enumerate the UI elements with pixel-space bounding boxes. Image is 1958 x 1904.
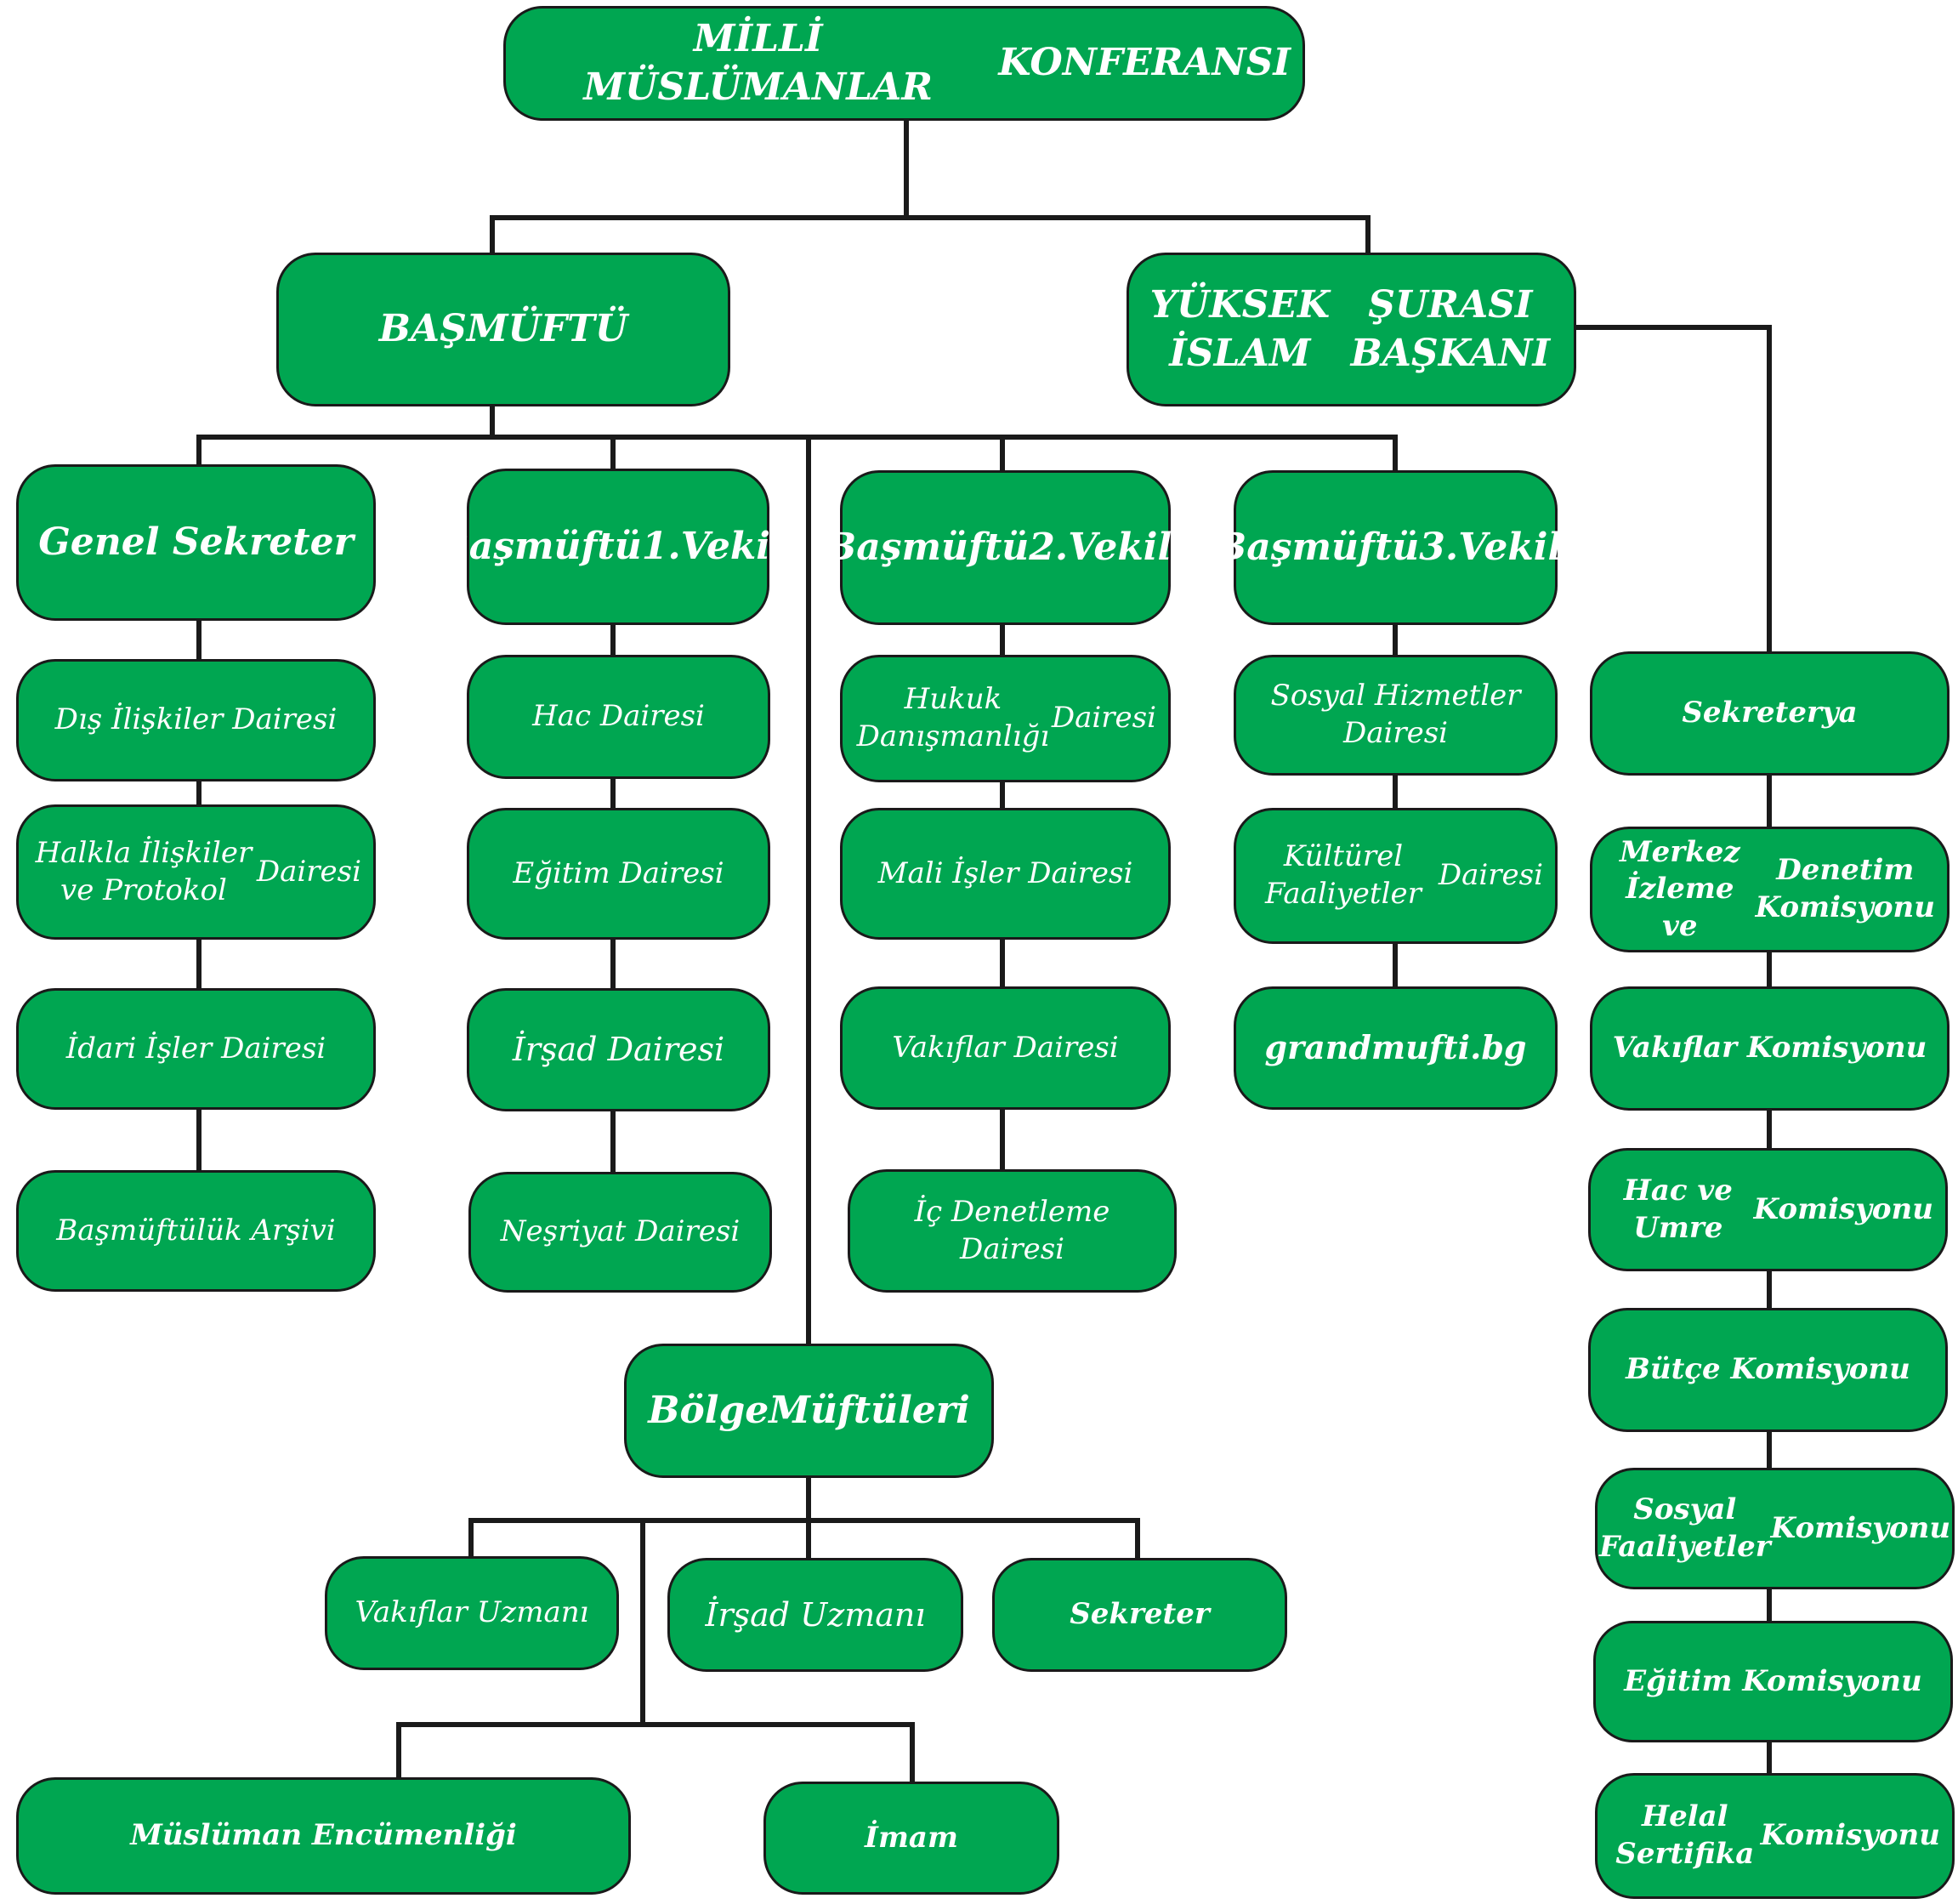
node-hac-dairesi: Hac Dairesi	[467, 655, 770, 779]
node-vakiflar-dairesi: Vakıflar Dairesi	[840, 986, 1171, 1110]
node-text-line: Başmüftülük Arşivi	[56, 1213, 336, 1248]
node-text-line: İç Denetleme Dairesi	[914, 1194, 1110, 1266]
node-arsiv: Başmüftülük Arşivi	[16, 1170, 376, 1292]
node-text-line: Komisyonu	[1760, 1818, 1940, 1853]
node-irsad-dairesi: İrşad Dairesi	[467, 988, 770, 1111]
node-text-line: Dairesi	[256, 854, 361, 889]
node-text-line: Neşriyat Dairesi	[500, 1214, 741, 1249]
node-text-line: Sekreterya	[1682, 696, 1858, 730]
node-text-line: Dairesi	[1438, 858, 1543, 893]
node-text-line: grandmufti.bg	[1264, 1028, 1527, 1067]
node-basmuftu: BAŞMÜFTÜ	[276, 253, 730, 406]
node-mali-isler: Mali İşler Dairesi	[840, 808, 1171, 940]
node-idari-isler: İdari İşler Dairesi	[16, 988, 376, 1110]
node-text-line: Hac ve Umre	[1623, 1173, 1733, 1245]
node-text-line: Helal Sertifika	[1615, 1799, 1755, 1871]
node-text-line: Sosyal Faaliyetler	[1598, 1492, 1771, 1564]
node-text-line: Hac Dairesi	[532, 699, 705, 734]
node-text-line: İrşad Uzmanı	[705, 1595, 926, 1634]
node-text-line: Müftüleri	[769, 1388, 970, 1432]
node-text-line: Merkez İzleme ve	[1619, 834, 1740, 943]
node-conference: MİLLİ MÜSLÜMANLAR KONFERANSI	[503, 6, 1305, 121]
node-text-line: Komisyonu	[1770, 1510, 1951, 1545]
node-text-line: YÜKSEK İSLAM	[1149, 283, 1331, 375]
node-text-line: Eğitim Dairesi	[513, 855, 724, 890]
node-text-line: Kültürel Faaliyetler	[1265, 839, 1422, 911]
node-hac-umre: Hac ve Umre Komisyonu	[1588, 1148, 1948, 1271]
node-text-line: 1.Vekili	[641, 524, 799, 568]
node-text-line: Bölge	[648, 1388, 769, 1432]
node-sekreterya: Sekreterya	[1590, 651, 1949, 776]
node-text-line: Sekreter	[1070, 1597, 1210, 1632]
node-text-line: Müslüman Encümenliği	[130, 1818, 517, 1853]
node-text-line: Mali İşler Dairesi	[877, 855, 1133, 890]
node-text-line: İrşad Dairesi	[512, 1031, 725, 1069]
node-text-line: Başmüftü	[437, 524, 642, 568]
node-encumenligi: Müslüman Encümenliği	[16, 1777, 631, 1895]
node-butce: Bütçe Komisyonu	[1588, 1308, 1948, 1432]
node-text-line: İdari İşler Dairesi	[65, 1031, 326, 1066]
node-egitim-komisyonu: Eğitim Komisyonu	[1593, 1621, 1953, 1742]
node-text-line: KONFERANSI	[998, 41, 1291, 85]
node-text-line: Dairesi	[1051, 701, 1156, 736]
node-text-line: Komisyonu	[1753, 1191, 1933, 1226]
node-vakiflar-uzmani: Vakıflar Uzmanı	[325, 1556, 619, 1670]
node-text-line: Sosyal Hizmetler Dairesi	[1270, 679, 1521, 750]
node-text-line: 3.Vekili	[1419, 525, 1576, 569]
node-nesriyat: Neşriyat Dairesi	[468, 1172, 772, 1293]
node-text-line: Başmüftü	[1215, 525, 1420, 569]
node-text-line: Başmüftü	[825, 525, 1030, 569]
node-text-line: Hukuk Danışmanlığı	[856, 682, 1050, 753]
node-text-line: İmam	[865, 1820, 958, 1855]
node-text-line: Vakıflar Komisyonu	[1612, 1031, 1927, 1066]
node-text-line: MİLLİ MÜSLÜMANLAR	[583, 17, 933, 109]
node-text-line: Eğitim Komisyonu	[1624, 1663, 1922, 1698]
node-vakiflar-komisyonu: Vakıflar Komisyonu	[1590, 986, 1949, 1111]
node-kulturel: Kültürel Faaliyetler Dairesi	[1234, 808, 1558, 944]
node-text-line: Vakıflar Uzmanı	[355, 1595, 589, 1630]
node-text-line: Vakıflar Dairesi	[892, 1030, 1119, 1065]
node-sosyal-hizmetler: Sosyal Hizmetler Dairesi	[1234, 655, 1558, 776]
node-irsad-uzmani: İrşad Uzmanı	[667, 1558, 963, 1672]
node-imam: İmam	[763, 1782, 1059, 1895]
node-genel-sekreter: Genel Sekreter	[16, 464, 376, 621]
node-dis-iliskiler: Dış İlişkiler Dairesi	[16, 659, 376, 781]
node-text-line: Bütçe Komisyonu	[1626, 1352, 1910, 1387]
node-egitim-dairesi: Eğitim Dairesi	[467, 808, 770, 940]
node-text-line: Genel Sekreter	[38, 520, 354, 564]
node-sekreter: Sekreter	[992, 1558, 1287, 1672]
node-text-line: 2.Vekili	[1029, 525, 1186, 569]
node-text-line: Dış İlişkiler Dairesi	[54, 702, 338, 737]
node-ic-denetleme: İç Denetleme Dairesi	[848, 1169, 1177, 1293]
node-text-line: BAŞMÜFTÜ	[378, 307, 628, 351]
node-website: grandmufti.bg	[1234, 986, 1558, 1110]
node-text-line: Halkla İlişkiler ve Protokol	[35, 835, 253, 907]
node-text-line: ŞURASI BAŞKANI	[1350, 283, 1551, 375]
node-text-line: Denetim Komisyonu	[1755, 853, 1935, 924]
